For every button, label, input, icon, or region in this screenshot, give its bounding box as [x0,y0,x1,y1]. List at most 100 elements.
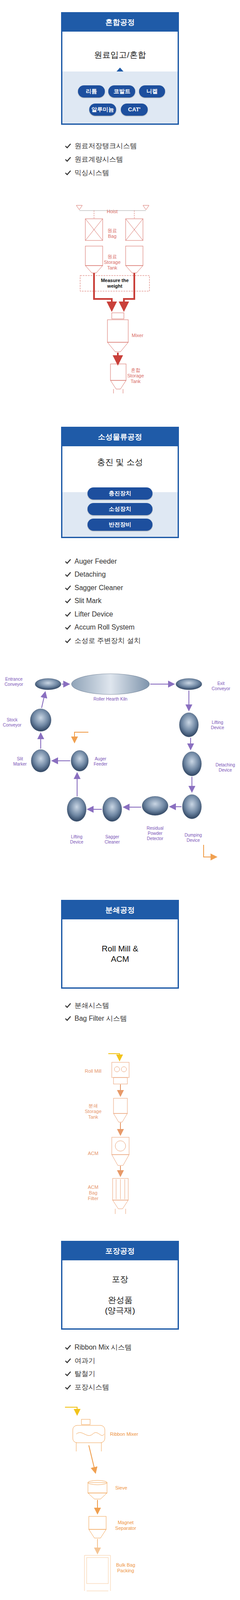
check-item: 탈철기 [64,1369,96,1379]
part-label: ACM [82,1150,104,1157]
pill-text: 반전장비 [108,521,132,528]
check-item: 소성로 주변장치 설치 [64,636,141,646]
process-body: Roll Mill & ACM [100,943,140,965]
label-text: Slit Marker [12,756,27,767]
check-mark [64,1384,72,1391]
label-text: 포장시스템 [74,1383,110,1391]
check-item: 믹싱시스템 [64,168,110,178]
check-item: Detaching [64,570,106,579]
check-stroke [65,559,71,564]
process-title: 분쇄공정 [62,901,178,920]
label-text: 원료계량시스템 [74,155,124,163]
process-title: 포장공정 [62,1242,178,1261]
label-text: 분쇄 Storage Tank [84,1102,102,1120]
part-label: ACM Bag Filter [84,1184,102,1202]
check-item: 분쇄시스템 [64,1001,110,1010]
label-text: 여과기 [74,1356,96,1365]
process-title: 소성물류공정 [62,428,178,447]
part-label: Bulk Bag Packing [114,1562,137,1574]
pill-text: CAT' [128,106,141,113]
material-pill: 코발트 [108,85,136,98]
part-label: 혼합 Storage Tank [124,367,147,385]
part-label: Ribbon Mixer [110,1431,139,1437]
material-pill: 니켈 [139,85,166,98]
part-label: Measure the weight [99,277,131,289]
label-text: Mixer [131,332,144,338]
check-stroke [65,170,71,175]
process-body: 원료입고/혼합 [68,49,172,61]
check-stroke [65,1358,71,1363]
label-text: Accum Roll System [74,623,135,631]
pill-text: 코발트 [113,87,131,95]
check-stroke [65,143,71,148]
part-label: 원료 Storage Tank [101,253,124,271]
check-item: Auger Feeder [64,557,117,566]
check-item: 원료저장탱크시스템 [64,141,137,151]
part-label: Detaching Device [214,762,237,773]
material-pill: 알루미늄 [89,103,117,116]
label-text: Bag Filter 시스템 [74,1014,127,1022]
check-item: Lifter Device [64,609,114,619]
part-label: Roller Hearth Kiln [84,696,137,702]
label-text: 믹싱시스템 [74,168,110,177]
label-text: Lifter Device [74,610,114,618]
part-label: Stock Conveyor [1,717,23,728]
label-text: 분쇄시스템 [74,1001,110,1009]
check-item: Sagger Cleaner [64,583,124,593]
pill-text: 알루미늄 [91,106,114,113]
label-text: Ribbon Mixer [110,1431,139,1437]
pill-text: 소성장치 [108,505,132,513]
label-text: ACM Bag Filter [87,1184,99,1201]
label-text: Stock Conveyor [3,717,22,728]
part-label: Lifting Device [67,834,87,845]
check-item: 포장시스템 [64,1382,110,1392]
check-mark [64,1370,72,1377]
check-mark [64,1344,72,1351]
check-stroke [65,638,71,643]
check-item: 원료계량시스템 [64,155,124,164]
label-text: Residual Powder Detector [146,825,164,841]
label-text: Sagger Cleaner [74,583,124,592]
check-mark [64,558,72,565]
label-text: Roll Mill [84,1068,102,1074]
part-label: Sagger Cleaner [102,834,123,845]
label-text: 원료 Storage Tank [103,253,121,271]
part-label: Slit Marker [11,756,29,767]
pill-text: 니켈 [146,87,158,95]
check-stroke [65,1345,71,1350]
label-text: Entrance Conveyor [4,676,24,687]
part-label: Exit Conveyor [210,681,232,692]
part-label: Auger Feeder [91,756,110,767]
check-stroke [65,1384,71,1389]
material-pill: 반전장비 [87,518,153,531]
part-label: Entrance Conveyor [1,676,26,688]
check-stroke [65,1003,71,1008]
check-mark [64,156,72,163]
process-title: 혼합공정 [62,13,178,32]
part-label: Roll Mill [80,1068,107,1074]
part-label: Lifting Device [207,720,228,731]
part-label: Residual Powder Detector [142,825,169,842]
part-label: 원료 Bag [103,227,121,240]
label-text: Auger Feeder [74,557,117,565]
process-card: 소성물류공정충진 및 소성충진장치소성장치반전장비 [61,426,179,539]
process-card: 포장공정포장완성품 (양극재) [61,1240,179,1330]
label-text: 혼합 Storage Tank [127,367,145,384]
check-item: Accum Roll System [64,622,135,632]
check-mark [64,169,72,176]
label-text: 원료 Bag [107,227,117,239]
check-item: Slit Mark [64,596,102,606]
label-text: Slit Mark [74,596,102,605]
label-text: Magnet Separator [115,1519,137,1531]
label-text: Sieve [115,1485,128,1491]
label-text: Lifting Device [70,834,84,845]
label-text: Bulk Bag Packing [116,1562,136,1573]
label-text: ACM [87,1150,99,1156]
pointer-triangle [116,67,124,72]
material-pill: 리튬 [77,85,105,98]
label-text: Detaching [74,570,106,578]
label-text: Lifting Device [210,720,225,730]
part-label: Mixer [131,332,144,339]
